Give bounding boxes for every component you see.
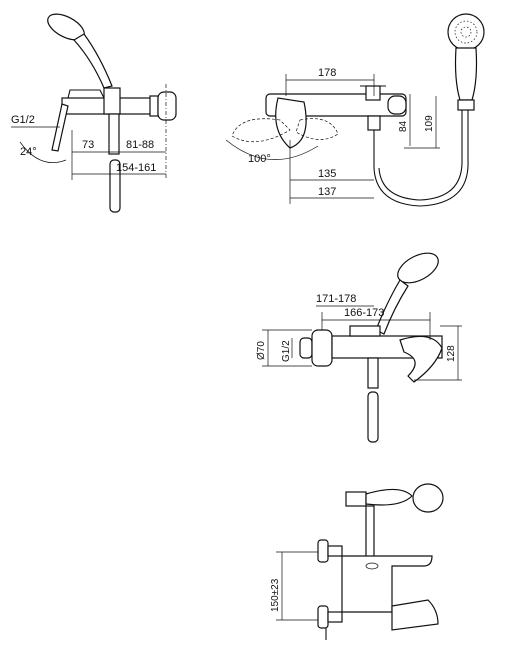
top-lever-rotated-right [295,118,339,140]
top-lever [275,97,307,149]
mid-shower-head [397,252,439,284]
wall-flange [157,91,177,121]
label-178: 178 [318,67,336,79]
shower-bracket [457,99,475,111]
shower-nozzles [454,20,478,44]
top-lever-rotated [231,118,291,143]
top-connector [367,115,381,131]
side-view: G1/2 73 81-88 24° 154-161 [11,13,177,213]
hose-loop-outer [373,108,469,207]
spout-pipe [108,113,120,155]
upper-eccentric-cap [317,539,329,563]
shower-grip [454,47,478,101]
mid-shower-grip [375,279,409,335]
label-109: 109 [424,115,435,132]
label-d70: Ø70 [256,341,267,360]
label-84: 84 [398,120,409,132]
connector [149,95,159,117]
front-view: 171-178 166-173 Ø70 G1/2 128 [256,252,462,443]
label-24deg: 24° [20,146,37,158]
diverter [365,85,381,101]
label-166-173: 166-173 [344,307,384,319]
angle-24-arc [19,141,67,163]
rear-view: 150±23 [270,483,444,640]
label-73: 73 [82,139,94,151]
label-128: 128 [446,345,457,362]
lower-eccentric-cap [317,605,329,629]
rear-mixer-body [341,555,433,613]
mid-flange [311,329,333,367]
angle-100-arc [225,139,319,160]
lower-eccentric [327,611,343,623]
label-100deg: 100° [248,153,271,165]
label-171-178: 171-178 [316,293,356,305]
label-g12-mid: G1/2 [281,340,292,362]
rear-bracket [345,491,367,507]
label-150: 150±23 [270,578,281,612]
rear-diverter [365,562,379,570]
upper-eccentric [327,545,343,557]
rear-spout [391,599,439,631]
top-view: 100° 178 84 109 135 137 [225,13,485,207]
mid-pipe [367,357,379,389]
mid-diverter [349,325,381,337]
rear-shower-grip [365,488,413,506]
hose-pipe [109,159,121,213]
hose-loop-inner [378,108,463,201]
label-137: 137 [318,186,336,198]
mid-hose [367,391,379,443]
rear-shower-head [412,483,444,513]
top-flange [387,95,407,115]
shower-face [447,13,485,51]
shower-handle [73,33,113,89]
label-81-88: 81-88 [126,139,154,151]
label-154-161: 154-161 [116,162,156,174]
shower-holder [103,87,121,115]
mid-flange-left [299,337,313,359]
shower-nozzles-inner [460,26,472,38]
label-g12-top: G1/2 [11,114,35,126]
label-135: 135 [318,168,336,180]
lever [51,103,69,152]
mixer-top [67,89,105,99]
mid-lever [399,335,443,383]
